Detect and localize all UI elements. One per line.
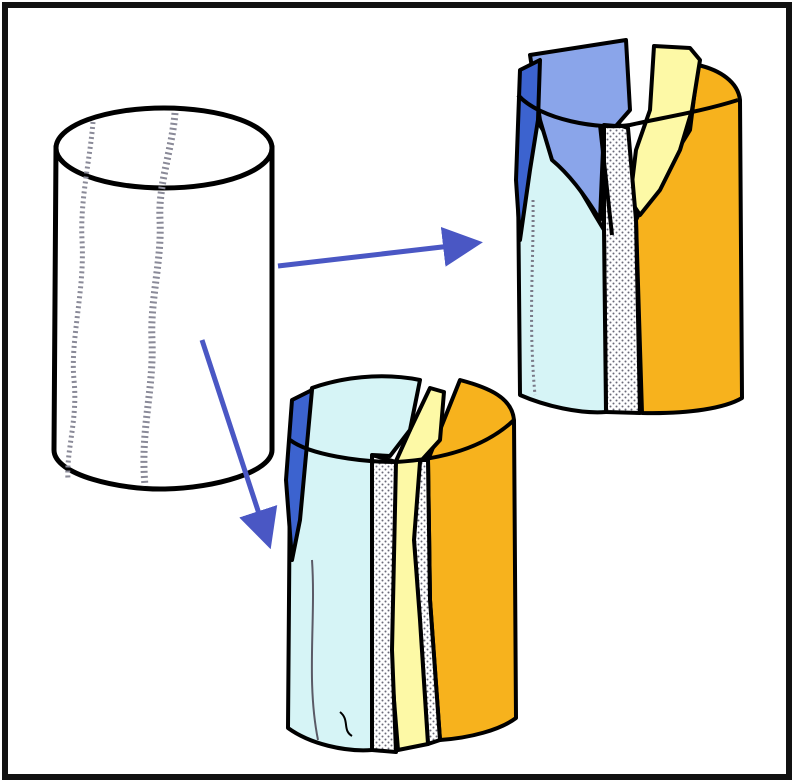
fractured-core-vertical-split: [286, 376, 516, 752]
fractured-core-angled-split: [516, 40, 742, 413]
intact-core-cylinder: [54, 108, 272, 489]
seam-fragment: [372, 455, 396, 752]
